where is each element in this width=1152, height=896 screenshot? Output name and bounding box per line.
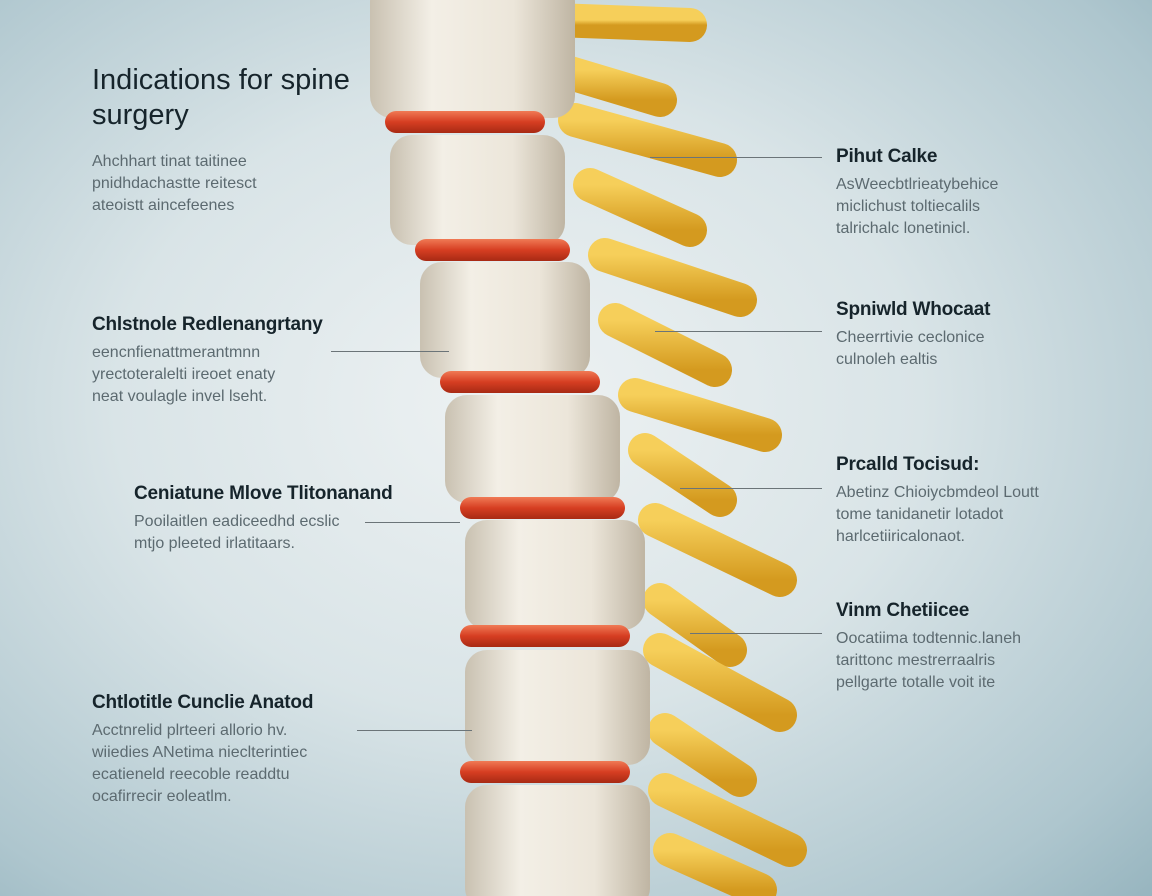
intervertebral-disc <box>440 371 600 393</box>
leader-line <box>655 331 822 332</box>
label-text: ocafirrecir eoleatlm. <box>92 788 232 805</box>
spinous-process <box>543 53 677 117</box>
spinous-process <box>598 303 732 387</box>
label-text: neat voulagle invel lseht. <box>92 388 268 405</box>
spinous-process <box>618 378 782 452</box>
label-text: mtjo pleeted irlatitaars. <box>134 535 295 552</box>
right-label-4: Vinm Chetiicee Oocatiima todtennic.laneh… <box>836 600 1021 694</box>
spinous-process <box>588 238 757 317</box>
label-text: wiiedies ANetima nieclterintiec <box>92 744 308 761</box>
label-heading: Vinm Chetiicee <box>836 600 970 621</box>
intervertebral-disc <box>385 111 545 133</box>
label-heading: Pihut Calke <box>836 146 938 167</box>
label-text: miclichust toltiecalils <box>836 198 981 215</box>
spinous-process <box>643 633 797 732</box>
right-label-3: Prcalld Tocisud: Abetinz Chioiycbmdeol L… <box>836 454 1039 548</box>
intervertebral-disc <box>460 761 630 783</box>
label-text: talrichalc lonetinicl. <box>836 220 971 237</box>
spinous-process <box>653 833 777 896</box>
label-text: Oocatiima todtennic.laneh <box>836 630 1021 647</box>
left-label-1: Chlstnole Redlenangrtany eencnfienattmer… <box>92 314 323 408</box>
spinous-process <box>628 433 737 517</box>
label-heading: Ceniatune Mlove Tlitonanand <box>134 483 393 504</box>
vertebral-body <box>420 262 590 378</box>
leader-line <box>357 730 472 731</box>
vertebral-body <box>465 650 650 765</box>
label-text: Cheerrtivie ceclonice <box>836 329 985 346</box>
spinous-process <box>558 103 737 177</box>
spinous-process <box>538 3 707 42</box>
label-heading: Prcalld Tocisud: <box>836 454 980 475</box>
spinous-process <box>648 773 807 867</box>
vertebral-body <box>465 785 650 896</box>
label-text: tarittonc mestrerraalris <box>836 652 996 669</box>
label-heading: Chtlotitle Cunclie Anatod <box>92 692 314 713</box>
label-text: tome tanidanetir lotadot <box>836 506 1004 523</box>
intervertebral-disc <box>415 239 570 261</box>
spinous-process <box>573 168 707 247</box>
vertebral-body <box>390 135 565 245</box>
intervertebral-disc <box>460 625 630 647</box>
spinous-process <box>648 713 757 797</box>
label-text: eencnfienattmerantmnn <box>92 344 261 361</box>
label-text: pellgarte totalle voit ite <box>836 674 996 691</box>
right-label-2: Spniwld Whocaat Cheerrtivie ceclonice cul… <box>836 299 990 371</box>
leader-line <box>690 633 822 634</box>
label-text: Pooilaitlen eadiceedhd ecslic <box>134 513 340 530</box>
label-text: culnoleh ealtis <box>836 351 938 368</box>
leader-line <box>331 351 449 352</box>
vertebral-body <box>370 0 575 118</box>
leader-line <box>650 157 822 158</box>
left-label-2: Ceniatune Mlove Tlitonanand Pooilaitlen … <box>134 483 393 555</box>
label-text: Acctnrelid plrteeri allorio hv. <box>92 722 288 739</box>
right-label-1: Pihut Calke AsWeecbtlrieatybehice miclich… <box>836 146 998 240</box>
spinous-process <box>638 503 797 597</box>
label-heading: Spniwld Whocaat <box>836 299 991 320</box>
label-text: Abetinz Chioiycbmdeol Loutt <box>836 484 1039 501</box>
label-text: AsWeecbtlrieatybehice <box>836 176 999 193</box>
intervertebral-disc <box>460 497 625 519</box>
intro-line: Ahchhart tinat taitinee <box>92 153 247 170</box>
leader-line <box>365 522 460 523</box>
intro-block: Indications for spine surgery Ahchhart t… <box>92 63 392 217</box>
spinous-process <box>643 583 747 667</box>
label-heading: Chlstnole Redlenangrtany <box>92 314 323 335</box>
vertebral-body <box>465 520 645 630</box>
label-text: yrectoteralelti ireoet enaty <box>92 366 276 383</box>
vertebral-body <box>445 395 620 503</box>
label-text: ecatieneld reecoble readdtu <box>92 766 290 783</box>
leader-line <box>680 488 822 489</box>
intro-line: ateoistt aincefeenes <box>92 197 235 214</box>
page-title: Indications for spine surgery <box>92 64 350 131</box>
intro-line: pnidhdachastte reitesct <box>92 175 257 192</box>
label-text: harlcetiiricalonaot. <box>836 528 965 545</box>
left-label-3: Chtlotitle Cunclie Anatod Acctnrelid plr… <box>92 692 313 808</box>
